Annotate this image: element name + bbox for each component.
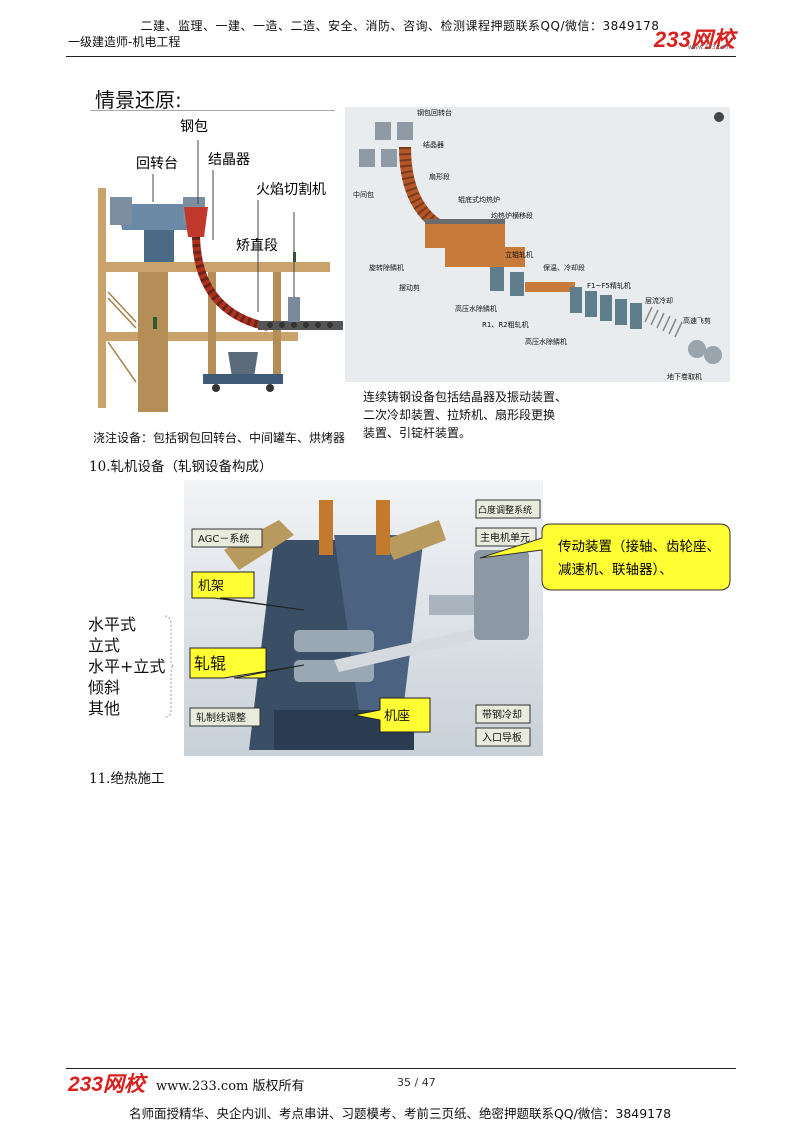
footer-divider xyxy=(66,1068,736,1069)
callout-agc: AGC－系统 xyxy=(198,532,249,545)
brand-logo: 233网校 xyxy=(654,27,735,52)
rlabel-hp-descaler-1: 高压水除鳞机 xyxy=(455,304,497,313)
label-ladle: 钢包 xyxy=(180,119,208,135)
left-caption: 浇注设备：包括钢包回转台、中间罐车、烘烤器 xyxy=(93,431,346,445)
classification-item: 立式 xyxy=(88,636,121,655)
callout-roll: 轧辊 xyxy=(194,654,226,673)
callout-stand: 机架 xyxy=(198,579,224,594)
label-crystallizer: 结晶器 xyxy=(208,152,250,168)
rlabel-hold-cool: 保温、冷却段 xyxy=(543,263,585,272)
rlabel-finishing-mills: F1~F5精轧机 xyxy=(587,281,631,290)
section-10-heading: 10.轧机设备（轧钢设备构成） xyxy=(89,459,273,475)
rlabel-rough-mills: R1、R2粗轧机 xyxy=(482,320,529,329)
drive-callout: 传动装置（接轴、齿轮座、 减速机、联轴器）、 xyxy=(479,523,731,591)
rlabel-flying-shear: 高速飞剪 xyxy=(683,316,711,325)
callout-crown: 凸度调整系统 xyxy=(478,504,532,516)
mill-classification-list: 水平式 立式 水平+立式 倾斜 其他 xyxy=(88,614,165,719)
brand-logo-url: www.233.com xyxy=(688,44,731,51)
footer-note: 名师面授精华、央企内训、考点串讲、习题模考、考前三页纸、绝密押题联系QQ/微信：… xyxy=(128,1106,672,1121)
right-caption-line: 装置、引锭杆装置。 xyxy=(363,426,472,440)
rlabel-fan-section: 扇形段 xyxy=(429,172,450,181)
callout-roll-line: 轧制线调整 xyxy=(196,711,246,724)
rlabel-tundish: 中间包 xyxy=(353,190,374,199)
continuous-casting-line-diagram: 钢包回转台 结晶器 中间包 扇形段 辊底式均热炉 均热炉横移段 旋转除鳞机 立辊… xyxy=(345,107,730,382)
header-divider xyxy=(66,56,736,57)
rlabel-crystallizer: 结晶器 xyxy=(423,140,444,149)
label-flame-cutter: 火焰切割机 xyxy=(256,181,326,198)
header-subject: 一级建造师-机电工程 xyxy=(68,35,181,49)
rlabel-hp-descaler-2: 高压水除鳞机 xyxy=(525,337,567,346)
label-turret: 回转台 xyxy=(136,156,178,172)
classification-item: 水平+立式 xyxy=(88,657,166,676)
right-caption-line: 连续铸钢设备包括结晶器及振动装置、 xyxy=(363,390,568,404)
rlabel-ladle-turret: 钢包回转台 xyxy=(417,108,452,117)
classification-item: 倾斜 xyxy=(88,678,121,697)
drive-callout-line: 减速机、联轴器）、 xyxy=(558,562,673,578)
scene-title-underline xyxy=(90,110,335,111)
section-11-heading: 11.绝热施工 xyxy=(89,771,165,787)
callout-entry-guide: 入口导板 xyxy=(482,731,522,744)
right-caption-line: 二次冷却装置、拉矫机、扇形段更换 xyxy=(363,408,556,422)
rlabel-rotary-descaler: 旋转除鳞机 xyxy=(369,263,404,272)
callout-main-motor: 主电机单元 xyxy=(480,531,530,544)
classification-item: 其他 xyxy=(88,699,121,718)
rlabel-furnace-transfer: 均热炉横移段 xyxy=(491,211,533,220)
classification-item: 水平式 xyxy=(88,615,137,634)
rlabel-pendulum-shear: 摆动剪 xyxy=(399,283,420,292)
rlabel-downcoiler: 地下卷取机 xyxy=(667,372,702,381)
rlabel-vertical-mill: 立辊轧机 xyxy=(505,250,533,259)
drive-callout-line: 传动装置（接轴、齿轮座、 xyxy=(558,538,720,555)
classification-brace xyxy=(164,615,175,718)
callout-base: 机座 xyxy=(384,709,410,724)
page-number: 35 / 47 xyxy=(397,1076,436,1089)
scene-title: 情景还原: xyxy=(95,88,182,112)
footer-copyright: www.233.com 版权所有 xyxy=(156,1079,305,1094)
right-caption: 连续铸钢设备包括结晶器及振动装置、 二次冷却装置、拉矫机、扇形段更换 装置、引锭… xyxy=(363,388,567,442)
footer-logo: 233网校 xyxy=(68,1073,146,1096)
rlabel-laminar-cooling: 层流冷却 xyxy=(645,296,673,305)
label-straightener: 矫直段 xyxy=(236,237,278,254)
header-contact-line: 二建、监理、一建、一造、二造、安全、消防、咨询、检测课程押题联系QQ/微信：38… xyxy=(140,19,660,33)
rolling-mill-diagram: AGC－系统 凸度调整系统 主电机单元 轧制线调整 带钢冷却 入口导板 机架 轧… xyxy=(184,480,543,756)
rlabel-furnace: 辊底式均热炉 xyxy=(458,195,500,204)
callout-strip-cool: 带钢冷却 xyxy=(482,708,522,721)
casting-equipment-diagram: 钢包 回转台 结晶器 火焰切割机 矫直段 xyxy=(98,112,343,412)
